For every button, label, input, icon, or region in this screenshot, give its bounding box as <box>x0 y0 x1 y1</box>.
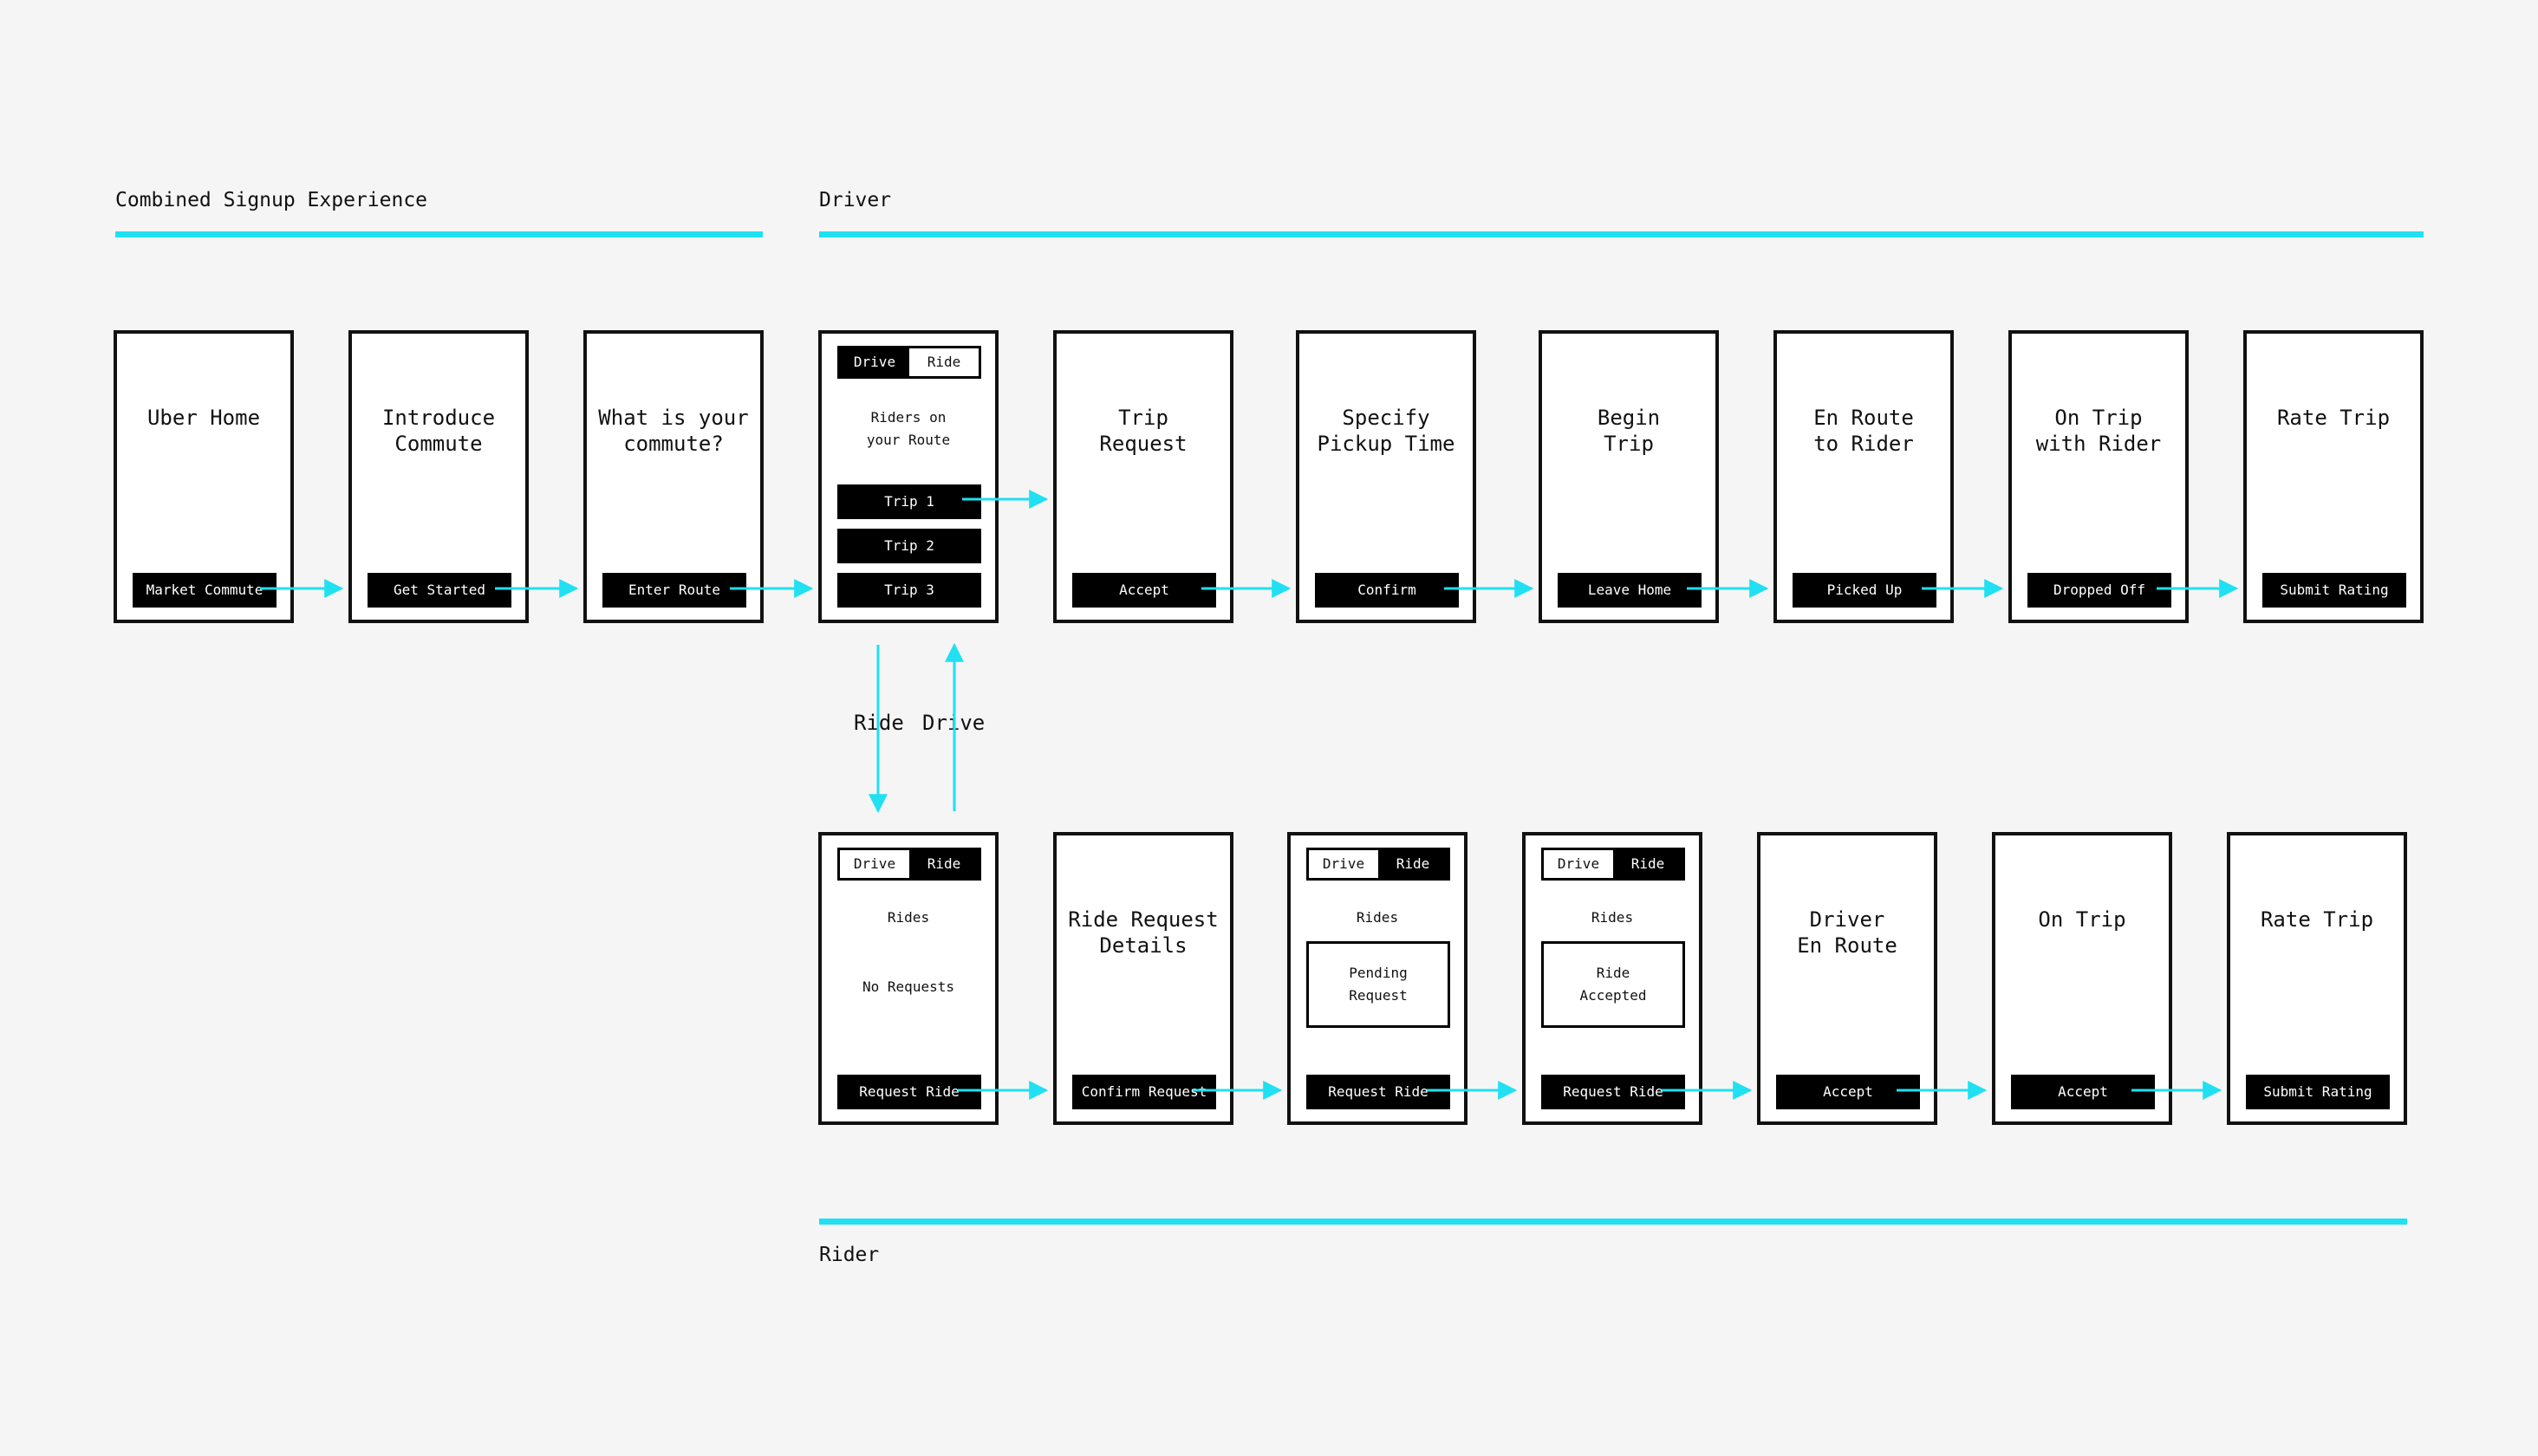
confirm-button[interactable]: Confirm <box>1315 573 1459 608</box>
trip-2-button[interactable]: Trip 2 <box>837 529 981 563</box>
screen-rider-pending: Drive Ride Rides Pending Request Request… <box>1287 832 1467 1125</box>
section-label-driver: Driver <box>819 189 892 211</box>
request-ride-button[interactable]: Request Ride <box>1306 1075 1450 1109</box>
toggle-ride[interactable]: Ride <box>909 850 979 878</box>
request-ride-button[interactable]: Request Ride <box>1541 1075 1685 1109</box>
screen-title: What is your commute? <box>598 406 749 456</box>
submit-rating-button[interactable]: Submit Rating <box>2246 1075 2390 1109</box>
screen-trip-request: Trip Request Accept <box>1053 330 1233 623</box>
screen-begin-trip: Begin Trip Leave Home <box>1539 330 1719 623</box>
toggle-drive[interactable]: Drive <box>1544 850 1613 878</box>
screen-title: Introduce Commute <box>381 406 496 456</box>
submit-rating-button[interactable]: Submit Rating <box>2262 573 2406 608</box>
section-label-signup: Combined Signup Experience <box>115 189 428 211</box>
screen-on-trip-with-rider: On Trip with Rider Dropped Off <box>2008 330 2189 623</box>
section-line-rider <box>819 1219 2407 1225</box>
rides-heading: Rides <box>1356 909 1399 926</box>
market-commute-button[interactable]: Market Commute <box>133 573 277 608</box>
screen-title: Trip Request <box>1099 406 1188 456</box>
screen-title: Ride Request Details <box>1068 907 1219 958</box>
screen-title: Specify Pickup Time <box>1317 406 1455 456</box>
screen-title: Rate Trip <box>2260 907 2374 932</box>
section-line-driver <box>819 231 2424 237</box>
confirm-request-button[interactable]: Confirm Request <box>1072 1075 1216 1109</box>
screen-en-route-to-rider: En Route to Rider Picked Up <box>1773 330 1954 623</box>
rides-heading: Rides <box>1591 909 1634 926</box>
accept-button[interactable]: Accept <box>2011 1075 2155 1109</box>
dropped-off-button[interactable]: Dropped Off <box>2027 573 2171 608</box>
screen-title: Driver En Route <box>1797 907 1897 958</box>
screen-title: En Route to Rider <box>1813 406 1914 456</box>
screen-on-trip: On Trip Accept <box>1992 832 2172 1125</box>
drive-ride-toggle[interactable]: Drive Ride <box>1306 848 1450 881</box>
screen-title: On Trip <box>2038 907 2126 932</box>
toggle-drive[interactable]: Drive <box>840 348 909 376</box>
screen-introduce-commute: Introduce Commute Get Started <box>348 330 529 623</box>
trip-1-button[interactable]: Trip 1 <box>837 484 981 519</box>
screen-rate-trip-driver: Rate Trip Submit Rating <box>2243 330 2424 623</box>
screen-specify-pickup-time: Specify Pickup Time Confirm <box>1296 330 1476 623</box>
screen-rider-home: Drive Ride Rides No Requests Request Rid… <box>818 832 999 1125</box>
toggle-drive[interactable]: Drive <box>1309 850 1378 878</box>
accept-button[interactable]: Accept <box>1072 573 1216 608</box>
screen-rate-trip-rider: Rate Trip Submit Rating <box>2227 832 2407 1125</box>
leave-home-button[interactable]: Leave Home <box>1558 573 1702 608</box>
rides-heading: Rides <box>887 909 930 926</box>
riders-on-route-heading: Riders on your Route <box>866 409 951 448</box>
screen-title: Begin Trip <box>1597 406 1661 456</box>
screen-title: Uber Home <box>146 406 261 430</box>
drive-ride-toggle[interactable]: Drive Ride <box>837 848 981 881</box>
screen-ride-request-details: Ride Request Details Confirm Request <box>1053 832 1233 1125</box>
screen-what-is-your-commute: What is your commute? Enter Route <box>583 330 764 623</box>
screen-title: On Trip with Rider <box>2035 406 2162 456</box>
get-started-button[interactable]: Get Started <box>368 573 511 608</box>
drive-ride-toggle[interactable]: Drive Ride <box>837 346 981 379</box>
accept-button[interactable]: Accept <box>1776 1075 1920 1109</box>
trip-3-button[interactable]: Trip 3 <box>837 573 981 608</box>
toggle-ride[interactable]: Ride <box>1613 850 1682 878</box>
screen-driver-en-route: Driver En Route Accept <box>1757 832 1937 1125</box>
drive-ride-toggle[interactable]: Drive Ride <box>1541 848 1685 881</box>
drive-edge-label: Drive <box>922 711 986 735</box>
no-requests-text: No Requests <box>862 978 954 995</box>
ride-accepted-card[interactable]: Ride Accepted <box>1541 941 1685 1028</box>
ride-edge-label: Ride <box>854 711 904 735</box>
toggle-ride[interactable]: Ride <box>1378 850 1448 878</box>
section-line-signup <box>115 231 763 237</box>
screen-title: Rate Trip <box>2276 406 2391 430</box>
request-ride-button[interactable]: Request Ride <box>837 1075 981 1109</box>
toggle-drive[interactable]: Drive <box>840 850 909 878</box>
enter-route-button[interactable]: Enter Route <box>602 573 746 608</box>
section-label-rider: Rider <box>819 1244 880 1266</box>
screen-rider-accepted: Drive Ride Rides Ride Accepted Request R… <box>1522 832 1702 1125</box>
pending-request-card[interactable]: Pending Request <box>1306 941 1450 1028</box>
toggle-ride[interactable]: Ride <box>909 348 979 376</box>
screen-uber-home: Uber Home Market Commute <box>114 330 294 623</box>
screen-driver-home: Drive Ride Riders on your Route Trip 1 T… <box>818 330 999 623</box>
picked-up-button[interactable]: Picked Up <box>1793 573 1936 608</box>
